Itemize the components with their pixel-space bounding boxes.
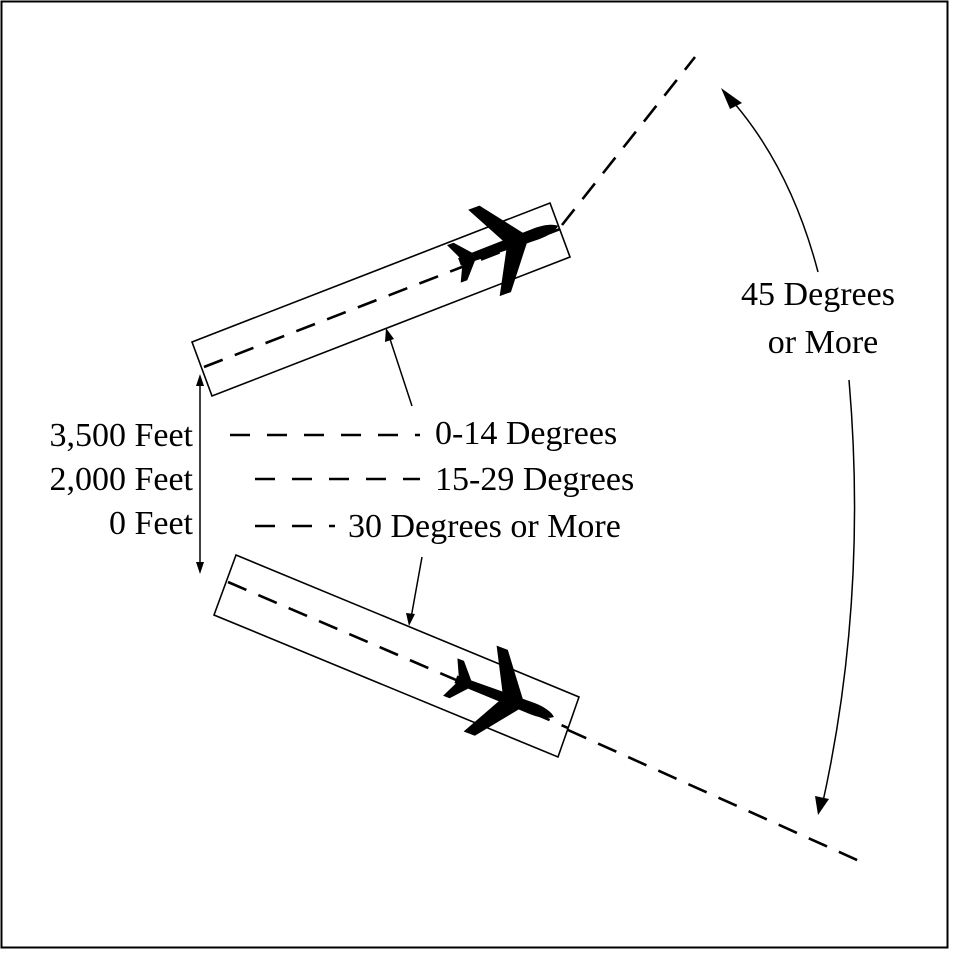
pointer-arrow-lower xyxy=(406,556,423,626)
angle-label-0-14: 0-14 Degrees xyxy=(435,415,617,452)
separation-distance-arrow xyxy=(196,374,204,574)
divergence-label-line2: or More xyxy=(768,324,878,361)
upper-runway-outline xyxy=(190,201,572,398)
pointer-arrow-upper xyxy=(385,328,413,407)
distance-label-0: 0 Feet xyxy=(109,505,194,542)
divergence-arc-arrow xyxy=(721,88,856,815)
angle-label-15-29: 15-29 Degrees xyxy=(435,461,634,498)
upper-extended-centerline xyxy=(560,56,697,226)
lower-runway xyxy=(212,553,581,759)
distance-label-3500: 3,500 Feet xyxy=(49,417,193,454)
lower-airplane-icon xyxy=(433,634,571,760)
distance-label-2000: 2,000 Feet xyxy=(49,461,193,498)
angle-label-30-more: 30 Degrees or More xyxy=(348,508,621,545)
divergence-label-line1: 45 Degrees xyxy=(741,276,895,313)
upper-airplane-icon xyxy=(438,182,574,308)
lower-runway-outline xyxy=(212,553,581,759)
upper-runway xyxy=(190,201,572,398)
lower-extended-centerline xyxy=(567,728,867,866)
